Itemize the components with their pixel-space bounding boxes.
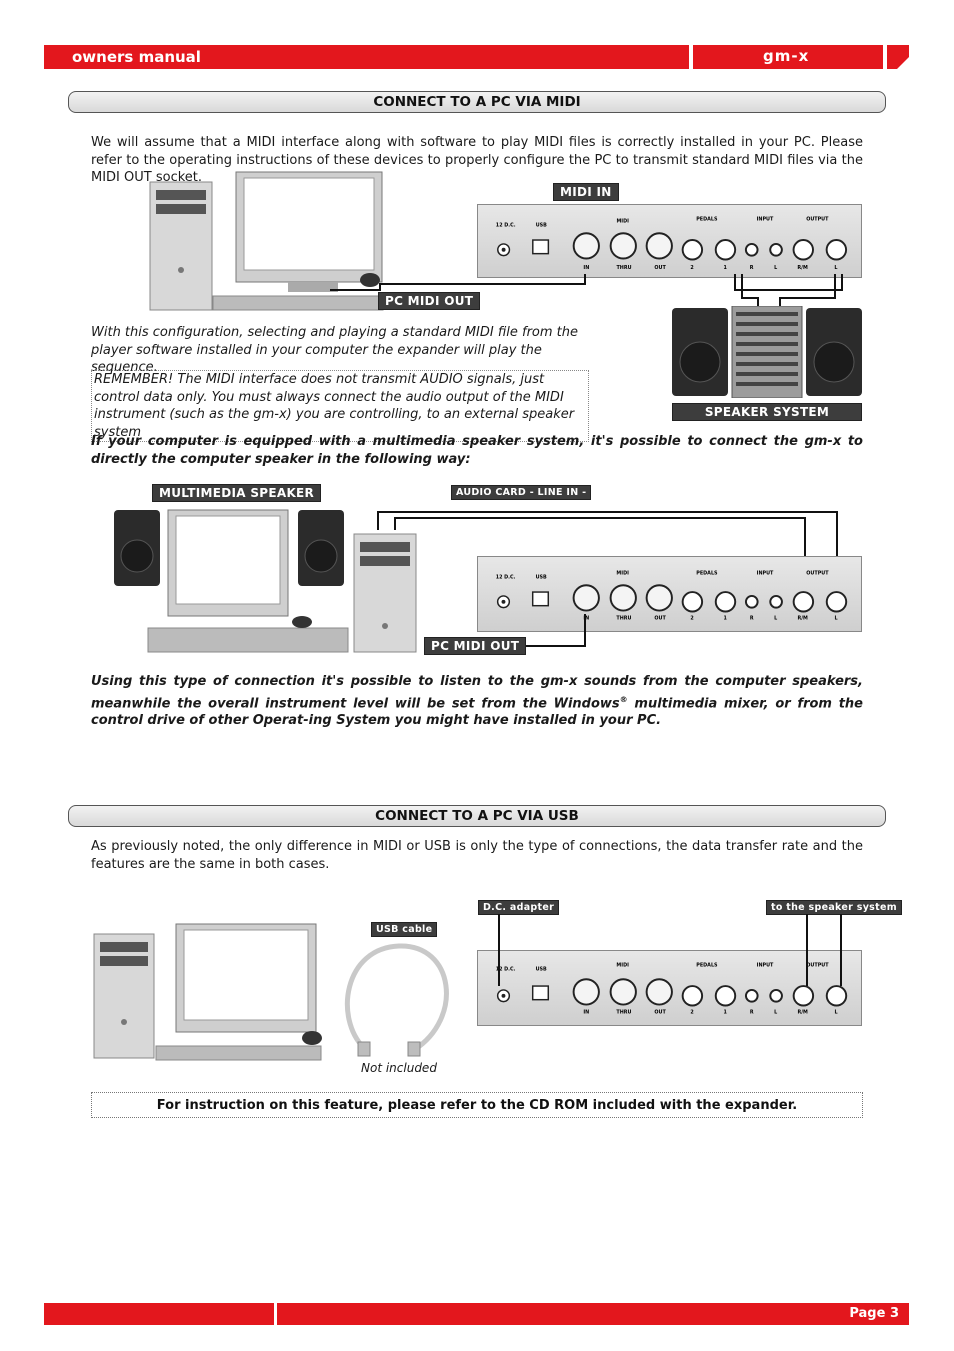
panel3-pedals-label: PEDALS [696, 963, 718, 969]
panel3-midi-label: MIDI [616, 963, 629, 969]
label-multimedia-speaker: MULTIMEDIA SPEAKER [152, 484, 322, 502]
panel-output-label: OUTPUT [806, 217, 829, 223]
label-pc-midi-out: PC MIDI OUT [378, 292, 481, 310]
panel-dc-label: 12 D.C. [496, 222, 516, 228]
gmx-rear-panel-3: 12 D.C. USB MIDI PEDALS INPUT OUTPUT IN … [477, 950, 862, 1026]
panel3-l2-label: L [835, 1009, 838, 1015]
panel-thru-label: THRU [616, 265, 631, 271]
panel2-r-label: R [750, 615, 754, 621]
panel-in-label: IN [583, 265, 589, 271]
panel2-pedals-label: PEDALS [696, 571, 718, 577]
panel2-l2-label: L [835, 615, 838, 621]
panel-l2-label: L [834, 265, 837, 271]
gmx-rear-panel-2: 12 D.C. USB MIDI PEDALS INPUT OUTPUT IN … [477, 556, 862, 632]
label-dc-adapter: D.C. adapter [478, 900, 560, 915]
pc-illustration-2 [112, 506, 420, 656]
panel2-p2-label: 2 [690, 615, 693, 621]
midi-cable-1 [330, 274, 843, 310]
footer-bar-left [44, 1303, 274, 1325]
section2-intro: As previously noted, the only difference… [91, 839, 863, 872]
panel3-dc-label: 12 D.C. [496, 966, 516, 972]
panel3-out-label: OUT [654, 1009, 666, 1015]
panel3-input-label: INPUT [757, 963, 774, 969]
midi-cable-2 [515, 614, 586, 647]
panel3-p1-label: 1 [724, 1009, 728, 1015]
panel3-in-label: IN [583, 1009, 589, 1015]
panel-out-label: OUT [654, 265, 666, 271]
usb-diagram-cables [498, 914, 842, 986]
panel2-thru-label: THRU [616, 615, 631, 621]
footer-page-number: Page 3 [277, 1303, 909, 1325]
panel3-output-label: OUTPUT [806, 963, 829, 969]
panel2-p1-label: 1 [724, 615, 728, 621]
panel2-midi-label: MIDI [616, 571, 629, 577]
panel-midi-label: MIDI [616, 219, 629, 225]
section1-multimedia-text: If your computer is equipped with a mult… [91, 434, 863, 467]
panel2-output-label: OUTPUT [806, 571, 829, 577]
section-title-usb: CONNECT TO A PC VIA USB [68, 805, 886, 827]
label-pc-midi-out-2: PC MIDI OUT [424, 637, 527, 655]
cd-rom-notice: For instruction on this feature, please … [91, 1092, 863, 1118]
section1-using-text: Using this type of connection it's possi… [91, 674, 863, 729]
header-product: gm-x [693, 45, 883, 69]
label-audio-card: AUDIO CARD - LINE IN - [451, 485, 592, 500]
panel-input-label: INPUT [757, 217, 774, 223]
panel2-input-label: INPUT [757, 571, 774, 577]
label-speaker-system: SPEAKER SYSTEM [672, 403, 862, 421]
panel2-l-label: L [774, 615, 777, 621]
panel-p2-label: 2 [690, 265, 693, 271]
panel3-rm-label: R/M [798, 1009, 809, 1015]
label-to-speaker-system: to the speaker system [766, 900, 902, 915]
pc-illustration-3 [92, 922, 327, 1062]
panel-r-label: R [750, 265, 754, 271]
panel3-thru-label: THRU [616, 1009, 631, 1015]
panel-pedals-label: PEDALS [696, 217, 718, 223]
panel3-usb-label: USB [536, 966, 547, 972]
panel3-r-label: R [750, 1009, 754, 1015]
panel3-l-label: L [774, 1009, 777, 1015]
section-title-midi: CONNECT TO A PC VIA MIDI [68, 91, 886, 113]
panel3-p2-label: 2 [690, 1009, 693, 1015]
panel-rm-label: R/M [797, 265, 808, 271]
panel2-rm-label: R/M [798, 615, 809, 621]
panel2-usb-label: USB [536, 574, 547, 580]
panel2-in-label: IN [583, 615, 589, 621]
section1-config-text: With this configuration, selecting and p… [91, 325, 578, 375]
panel-p1-label: 1 [724, 265, 728, 271]
audio-cable-2 [377, 511, 838, 590]
header-title: owners manual [44, 45, 689, 69]
not-included-note: Not included [361, 1061, 437, 1075]
panel-usb-label: USB [536, 222, 547, 228]
label-midi-in: MIDI IN [553, 183, 619, 201]
speaker-system-illustration [670, 306, 863, 398]
label-usb-cable: USB cable [371, 922, 438, 937]
section1-remember-text: REMEMBER! The MIDI interface does not tr… [91, 370, 589, 442]
panel-l-label: L [774, 265, 777, 271]
header-corner-tab [887, 45, 909, 69]
panel2-out-label: OUT [654, 615, 666, 621]
usb-cable-illustration [334, 938, 465, 1060]
panel2-dc-label: 12 D.C. [496, 574, 516, 580]
section1-intro: We will assume that a MIDI interface alo… [91, 135, 863, 185]
gmx-rear-panel-1: 12 D.C. USB MIDI PEDALS INPUT OUTPUT IN … [477, 204, 862, 278]
